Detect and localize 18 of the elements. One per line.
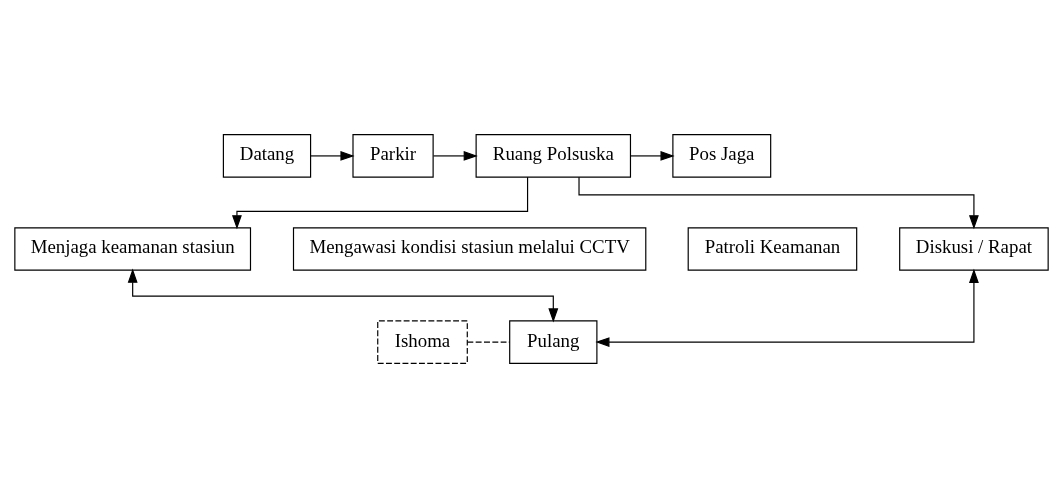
node-box: Pulang xyxy=(509,319,598,364)
node-box: Ishoma xyxy=(377,319,468,364)
node-box: Diskusi / Rapat xyxy=(899,226,1049,271)
arrow xyxy=(232,176,529,229)
node-box: Menjaga keamanan stasiun xyxy=(14,226,252,271)
node-box: Patroli Keamanan xyxy=(687,226,858,271)
node-box: Mengawasi kondisi stasiun melalui CCTV xyxy=(292,226,647,271)
node-box: Pos Jaga xyxy=(672,133,772,178)
node-box: Parkir xyxy=(352,133,434,178)
node-box: Datang xyxy=(222,133,312,178)
arrow xyxy=(630,150,675,161)
arrow xyxy=(432,150,478,161)
arrow xyxy=(310,150,355,161)
arrow xyxy=(595,268,979,347)
node-box: Ruang Polsuska xyxy=(475,133,632,178)
connector xyxy=(466,341,511,343)
arrow xyxy=(127,268,559,322)
arrow xyxy=(578,176,979,229)
